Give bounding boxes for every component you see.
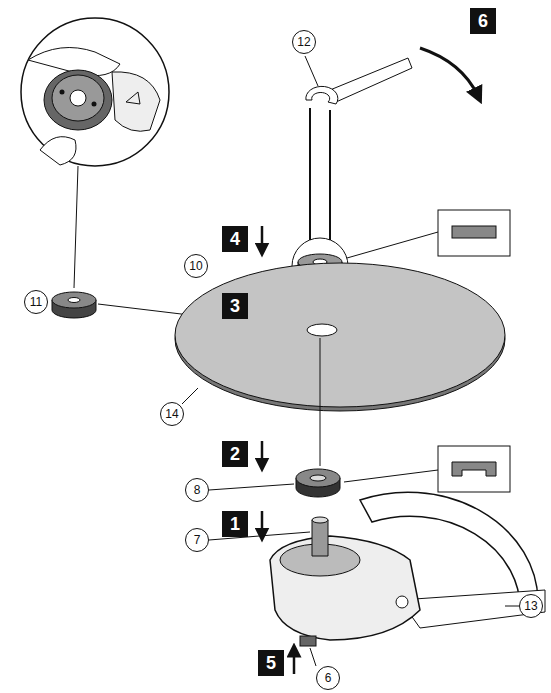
step-arrow (293, 650, 296, 674)
leader-line (310, 648, 316, 666)
rotation-arrow (420, 48, 478, 96)
callout-number: 13 (519, 594, 543, 618)
inset-detail (21, 18, 169, 166)
step-text: 1 (230, 515, 240, 533)
step-arrow (261, 226, 264, 250)
grinder-body (270, 492, 545, 646)
callout-number: 8 (185, 478, 209, 502)
callout-number: 12 (292, 30, 316, 54)
step-arrow (261, 511, 264, 535)
leader-line (74, 166, 78, 288)
grinding-wheel (175, 263, 505, 411)
leader-line (305, 56, 318, 86)
leader-line (182, 388, 198, 404)
pin-wrench (306, 58, 412, 240)
inner-flange (296, 469, 340, 497)
section-inset (438, 446, 510, 492)
lock-nut (52, 292, 96, 318)
callout-number: 6 (316, 666, 340, 690)
step-text: 5 (266, 654, 276, 672)
leader-line (209, 484, 294, 490)
step-text: 6 (478, 12, 488, 30)
axis-line (320, 338, 321, 466)
callout-number: 7 (185, 528, 209, 552)
step-number: 2 (222, 441, 248, 467)
step-number: 6 (470, 8, 496, 34)
leader-line (505, 606, 519, 607)
callout-number: 11 (24, 290, 48, 314)
step-number: 5 (258, 650, 284, 676)
step-arrow (261, 441, 264, 465)
step-number: 1 (222, 511, 248, 537)
step-text: 4 (230, 230, 240, 248)
step-text: 2 (230, 445, 240, 463)
callout-number: 14 (160, 402, 184, 426)
step-number: 4 (222, 226, 248, 252)
leader-line (347, 232, 438, 258)
callout-number: 10 (184, 254, 208, 278)
step-text: 3 (230, 297, 240, 315)
leader-line (344, 470, 438, 482)
section-inset (438, 210, 510, 256)
step-number: 3 (222, 293, 248, 319)
